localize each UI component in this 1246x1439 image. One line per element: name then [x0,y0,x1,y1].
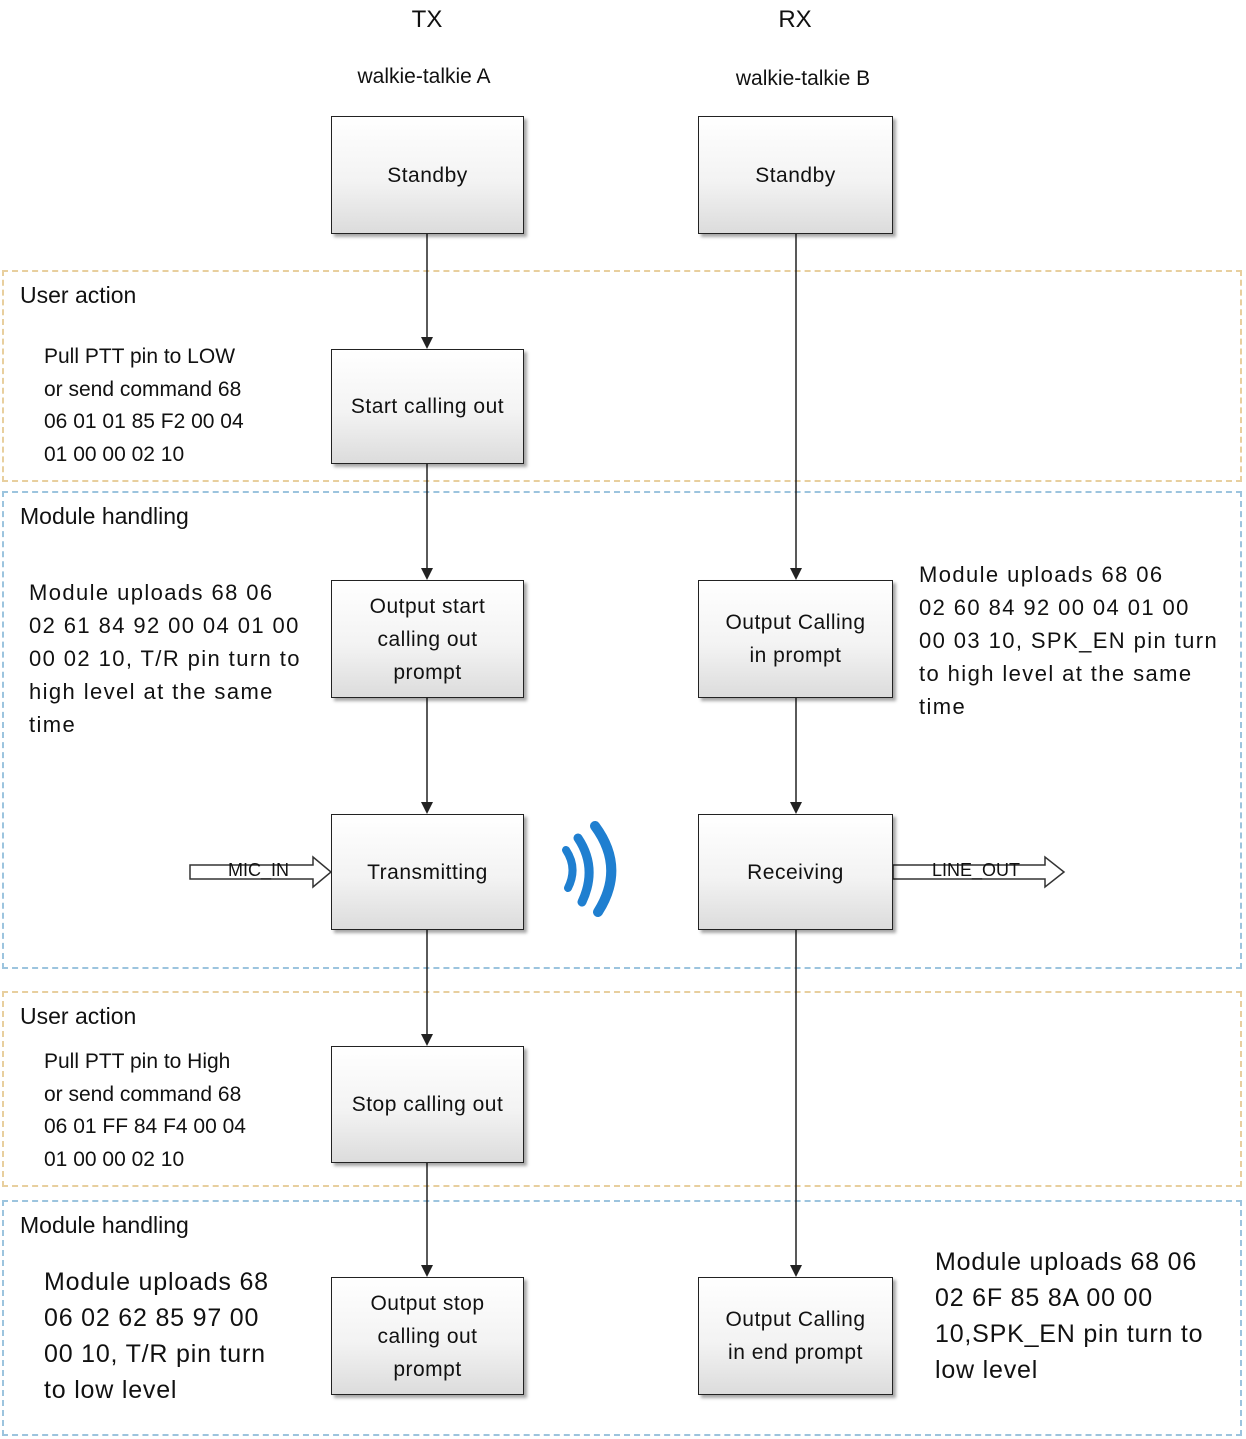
box-label: Standby [387,163,468,187]
box-label: Transmitting [367,860,488,884]
mic-in-arrow-icon [189,855,333,889]
zone-title: Module handling [20,1212,189,1238]
box-label: Stop calling out [351,1093,504,1116]
box-label: Start calling out [350,395,505,418]
user-action-zone-2: User action [2,991,1242,1187]
tx-column-label: TX [411,6,443,33]
wireless-signal-icon [562,821,617,917]
tx-stop-calling-box: Stop calling out [331,1046,524,1163]
box-label: Receiving [747,860,844,884]
tx-transmitting-box: Transmitting [331,814,524,930]
tx-standby-box: Standby [331,116,524,234]
tx-start-calling-box: Start calling out [331,349,524,464]
rx-output-end-prompt-box: Output Calling in end prompt [698,1277,893,1395]
zone-title: User action [20,1003,137,1029]
note-rx-upload-start: Module uploads 68 06 02 60 84 92 00 04 0… [919,562,1219,719]
rx-output-calling-prompt-box: Output Calling in prompt [698,580,893,698]
box-label: Output Calling in end prompt [725,1308,866,1364]
box-label: Output Calling in prompt [725,611,866,667]
tx-output-start-prompt-box: Output start calling out prompt [331,580,524,698]
note-rx-upload-stop: Module uploads 68 06 02 6F 85 8A 00 00 1… [935,1248,1204,1384]
rx-receiving-box: Receiving [698,814,893,930]
line-out-label: LINE_OUT [932,860,1021,880]
tx-output-stop-prompt-box: Output stop calling out prompt [331,1277,524,1395]
note-tx-upload-stop: Module uploads 68 06 02 62 85 97 00 00 1… [44,1268,269,1404]
zone-title: Module handling [20,503,189,529]
note-pull-ptt-low: Pull PTT pin to LOW or send command 68 0… [44,345,244,466]
zone-title: User action [20,282,137,308]
note-tx-upload-start: Module uploads 68 06 02 61 84 92 00 04 0… [29,580,301,737]
rx-standby-box: Standby [698,116,893,234]
box-label: Standby [755,163,836,187]
module-handling-zone-1: Module handling [2,491,1242,969]
tx-device-label: walkie-talkie A [357,65,491,88]
box-label: Output start calling out prompt [369,594,486,684]
module-handling-zone-2: Module handling [2,1200,1242,1436]
box-label: Output stop calling out prompt [370,1291,485,1381]
user-action-zone-1: User action [2,270,1242,482]
rx-device-label: walkie-talkie B [735,67,871,90]
rx-column-label: RX [778,6,812,33]
mic-in-label: MIC_IN [228,860,290,880]
note-pull-ptt-high: Pull PTT pin to High or send command 68 … [44,1050,246,1171]
line-out-arrow-icon [892,855,1066,889]
